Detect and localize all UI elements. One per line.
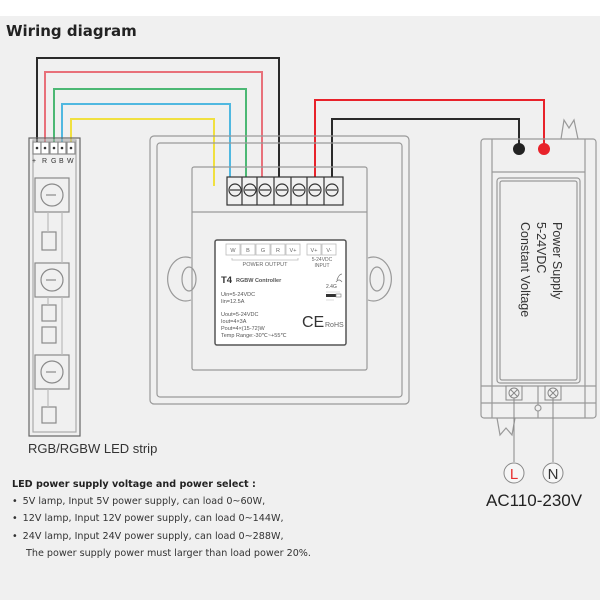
sticker-label-vplus-out: V+: [290, 248, 297, 254]
sticker-label-vminus-in: V-: [326, 248, 331, 254]
led-pin-g: G: [51, 158, 56, 165]
page-title: Wiring diagram: [6, 22, 137, 40]
notes-item-5v: 5V lamp, Input 5V power supply, can load…: [12, 493, 311, 510]
sticker-label-b: B: [246, 248, 250, 254]
live-terminal: [503, 462, 525, 484]
resistor-1: [41, 231, 57, 251]
spec-uin: Uin=5-24VDC: [221, 292, 255, 298]
neutral-label: N: [548, 466, 559, 483]
resistor-3: [41, 326, 57, 344]
terminal-screws: [228, 183, 339, 197]
wire-yellow-led-w: [70, 118, 215, 186]
led-pin-plus: +: [32, 158, 36, 165]
notes-heading: LED power supply voltage and power selec…: [12, 479, 256, 490]
wire-blue-led-b: [61, 103, 231, 186]
ac-input-label: AC110-230V: [486, 491, 583, 510]
power-supply-title: Power Supply: [550, 222, 564, 300]
led-strip: [28, 137, 81, 437]
wireless-label: 2.4G: [326, 284, 337, 290]
spec-iout: Iout=4×3A: [221, 319, 247, 325]
top-margin: [0, 0, 600, 16]
power-supply-plus-terminal: [538, 143, 550, 155]
resistor-2: [41, 304, 57, 322]
power-supply-minus-terminal: [513, 143, 525, 155]
sticker-label-vplus-in: V+: [311, 248, 318, 254]
led-pin-b: B: [59, 158, 64, 165]
notes-item-12v: 12V lamp, Input 12V power supply, can lo…: [12, 510, 311, 527]
led-chip-1: [34, 177, 70, 213]
wire-black-led-plus: [36, 57, 280, 186]
power-supply-voltage: 5-24VDC: [534, 222, 548, 273]
input-voltage-label: 5-24VDC: [312, 257, 333, 263]
spec-uout: Uout=5-24VDC: [221, 312, 258, 318]
sticker-label-g: G: [261, 248, 265, 254]
rohs-mark: RoHS: [325, 322, 344, 329]
spec-pout: Pout=4×(15-72)W: [221, 326, 266, 332]
led-strip-label: RGB/RGBW LED strip: [28, 441, 158, 456]
power-supply-text: Power Supply 5-24VDC Constant Voltage: [518, 222, 564, 317]
power-output-label: POWER OUTPUT: [243, 262, 289, 268]
sticker-terminal-labels: [225, 243, 337, 261]
ce-mark: CE: [302, 314, 324, 331]
live-label: L: [510, 466, 518, 483]
neutral-terminal: [542, 462, 564, 484]
wireless-signal-icon: [335, 273, 343, 283]
led-chip-2: [34, 262, 70, 298]
wire-red-led-r: [44, 71, 263, 186]
sticker-label-r: R: [276, 248, 280, 254]
controller-name: RGBW Controller: [236, 278, 282, 284]
input-label: INPUT: [315, 263, 330, 269]
dip-switch-icon: [326, 291, 342, 301]
controller-panel: [149, 135, 410, 405]
resistor-4: [41, 406, 57, 424]
controller-terminal-block: [226, 176, 344, 206]
power-supply-screws: [505, 385, 562, 401]
notes-footer: The power supply power must larger than …: [26, 547, 311, 559]
led-strip-terminals: [32, 141, 76, 155]
spec-iin: Iin=12.5A: [221, 299, 245, 305]
sticker-label-w: W: [230, 248, 236, 254]
led-pin-w: W: [67, 158, 74, 165]
power-supply-type: Constant Voltage: [518, 222, 532, 317]
wire-black-power-minus: [331, 118, 520, 186]
led-chip-3: [34, 354, 70, 390]
power-supply-notes: LED power supply voltage and power selec…: [12, 476, 311, 562]
controller-model: T4: [221, 275, 233, 286]
controller-label-sticker: [214, 239, 347, 346]
spec-temp-range: Temp Range:-30℃~+55℃: [221, 333, 287, 339]
wire-green-led-g: [53, 88, 247, 186]
led-pin-r: R: [42, 158, 47, 165]
power-supply: [480, 118, 597, 437]
notes-item-24v: 24V lamp, Input 24V power supply, can lo…: [12, 528, 311, 545]
